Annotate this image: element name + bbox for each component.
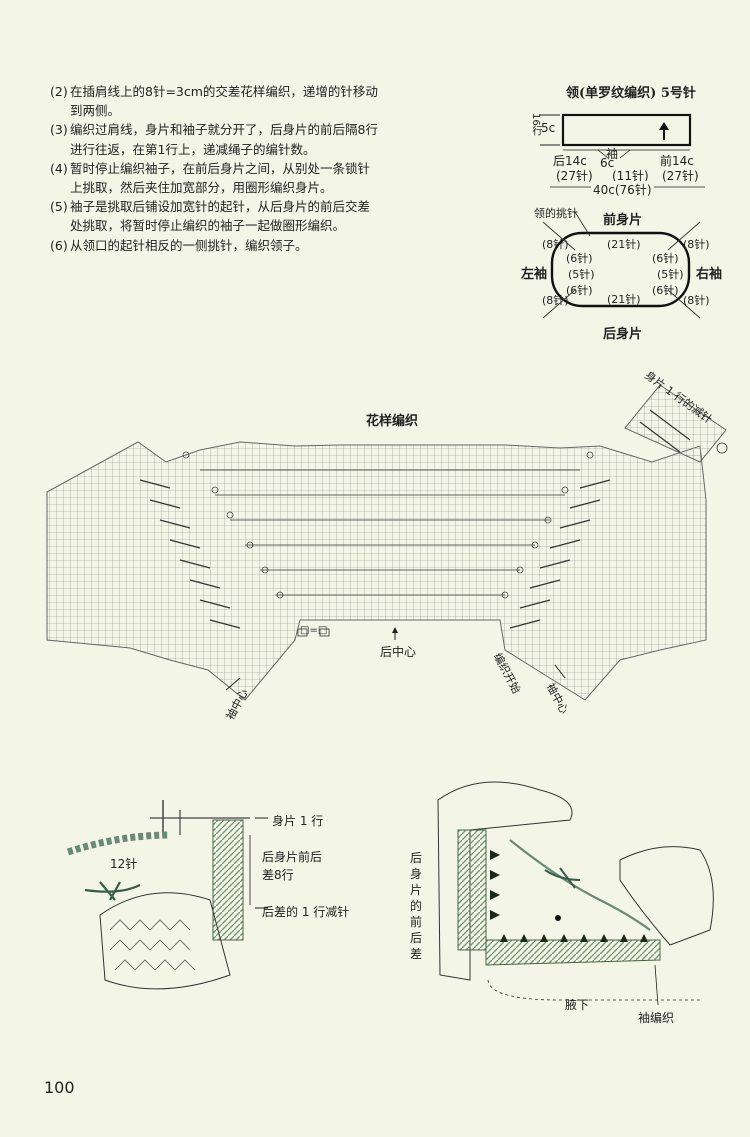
collar-sleeve-cm: 6c <box>600 156 615 170</box>
label-underarm: 腋下 <box>565 998 590 1012</box>
label-body-row1: 身片 1 行 <box>272 814 324 828</box>
label-back-diff-dec: 后差的 1 行减针 <box>262 905 350 919</box>
collar-front: 前14c <box>660 154 694 168</box>
label-sleeve-knit: 袖编织 <box>638 1011 675 1025</box>
chart-title: 花样编织 <box>366 414 419 429</box>
pickup-right-sleeve: 右袖 <box>696 267 723 282</box>
pickup-left-sleeve: 左袖 <box>521 267 548 282</box>
pickup-5-left: (5针) <box>568 268 595 281</box>
page-number: 100 <box>44 1078 75 1097</box>
collar-sleeve: 袖 <box>606 147 619 161</box>
pickup-oval <box>550 231 691 308</box>
pickup-6-tl: (6针) <box>566 252 593 265</box>
collar-back-sts: (27针) <box>556 169 593 183</box>
collar-back: 后14c <box>553 154 587 168</box>
step-5: (5)袖子是挑取后铺设加宽针的起针，从后身片的前后交差处挑取，将暂时停止编织的袖… <box>50 199 371 234</box>
pickup-8-tr: (8针) <box>683 238 710 251</box>
collar-height-cm: 5c <box>541 121 556 135</box>
collar-total: 40c(76针) <box>591 181 654 198</box>
pickup-back: 后身片 <box>603 327 643 342</box>
collar-title: 领(单罗纹编织) 5号针 <box>566 86 696 101</box>
step-3: (3)编织过肩线，身片和袖子就分开了，后身片的前后隔8行进行往返，在第1行上，递… <box>50 122 378 157</box>
pickup-21-top: (21针) <box>607 238 641 251</box>
pickup-5-right: (5针) <box>657 268 684 281</box>
collar-front-sts: (27针) <box>662 169 699 183</box>
label-12-stitches: 12针 <box>110 857 138 871</box>
pickup-6-br: (6针) <box>652 284 679 297</box>
step-4: (4)暂时停止编织袖子，在前后身片之间，从别处一条锁针上挑取，然后夹住加宽部分，… <box>50 160 371 196</box>
illustration-left <box>66 800 268 990</box>
stitch-chart <box>46 441 707 701</box>
label-back-diff: 后身片前后差8行 <box>262 850 323 882</box>
pickup-front: 前身片 <box>603 213 643 228</box>
collar-height-rows: 16行 <box>530 113 541 136</box>
pickup-21-bottom: (21针) <box>607 293 641 306</box>
pickup-6-tr: (6针) <box>652 252 679 265</box>
collar-rect <box>561 113 692 147</box>
step-6: (6)从领口的起针相反的一侧挑针，编织领子。 <box>50 237 308 253</box>
instructions: (2)在插肩线上的8针=3cm的交差花样编织，递增的针移动到两侧。 (3)编织过… <box>50 82 380 255</box>
pickup-6-bl: (6针) <box>566 284 593 297</box>
pickup-label: 领的挑针 <box>534 207 578 220</box>
pickup-8-tl: (8针) <box>542 238 569 251</box>
step-2: (2)在插肩线上的8针=3cm的交差花样编织，递增的针移动到两侧。 <box>50 84 378 119</box>
chart-legend: □=□ <box>300 625 328 636</box>
decrease-chart <box>624 384 728 463</box>
illustration-right <box>437 781 714 1006</box>
back-center-label: 后中心 <box>380 645 417 659</box>
pickup-8-br: (8针) <box>683 294 710 307</box>
collar-sleeve-sts: (11针) <box>612 169 649 183</box>
pickup-8-bl: (8针) <box>542 294 569 307</box>
label-back-front-diff: 后身片的前后差 <box>410 851 423 961</box>
